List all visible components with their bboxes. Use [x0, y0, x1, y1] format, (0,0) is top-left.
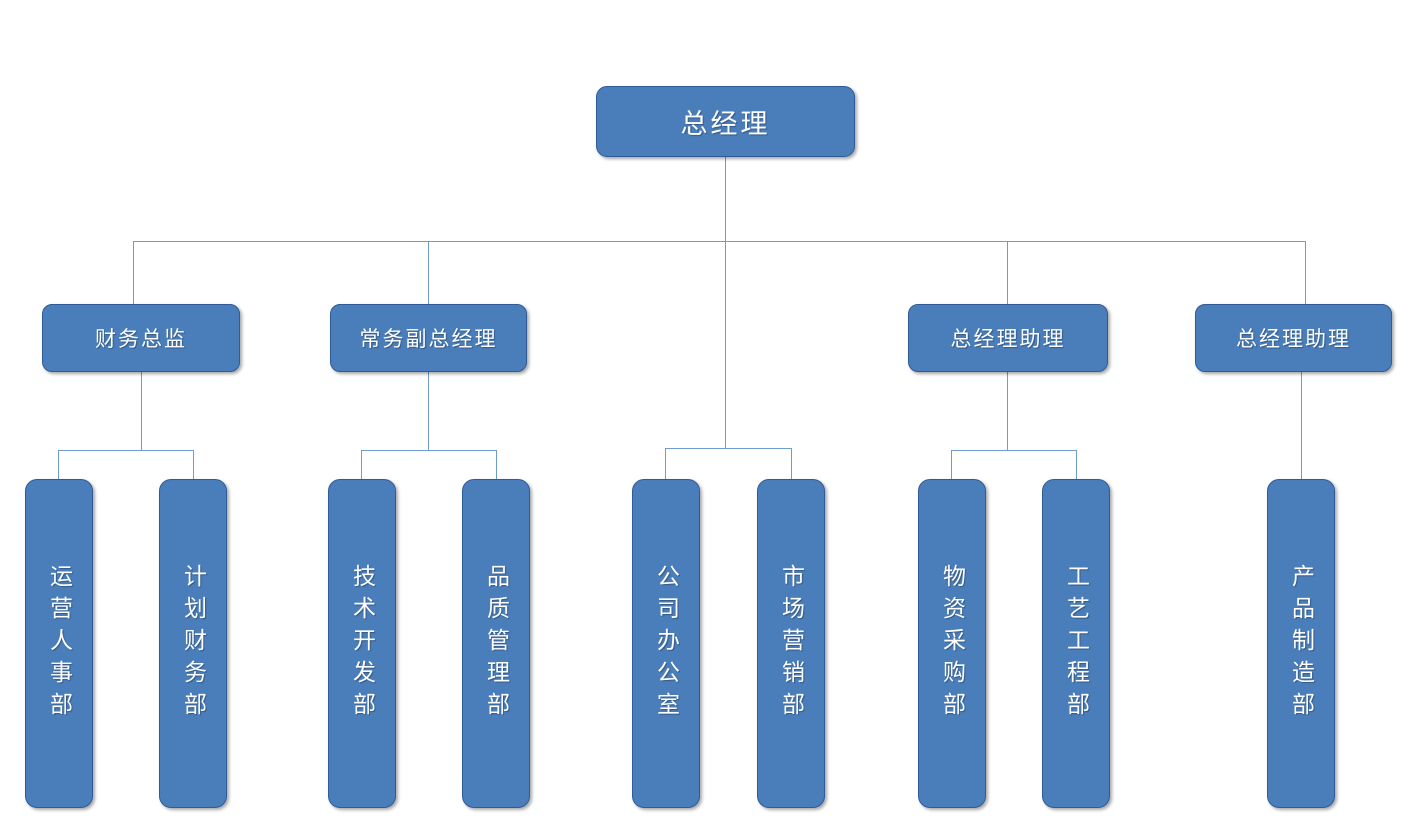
node-label: 产品制造部 — [1288, 563, 1314, 724]
connector-subbus-finance-director — [58, 450, 193, 451]
connector-subbus-general-manager-direct — [665, 448, 791, 449]
node-process-engineering-dept[interactable]: 工艺工程部 — [1042, 479, 1110, 808]
connector-drop-tech-development-dept — [361, 450, 362, 480]
connector-main-bus — [133, 241, 1305, 242]
connector-drop-company-office — [665, 448, 666, 480]
node-product-manufacturing-dept[interactable]: 产品制造部 — [1267, 479, 1335, 808]
node-label: 财务总监 — [95, 327, 187, 351]
node-label: 品质管理部 — [483, 563, 509, 724]
node-label: 公司办公室 — [653, 563, 679, 724]
node-label: 技术开发部 — [349, 563, 375, 724]
connector-drop-materials-procurement-dept — [951, 450, 952, 480]
connector-stem-gm-assistant-1 — [1007, 372, 1008, 450]
connector-root-direct-stem — [725, 241, 726, 448]
connector-bus-drop-executive-deputy-gm — [428, 241, 429, 304]
node-label: 常务副总经理 — [359, 327, 498, 351]
node-label: 运营人事部 — [46, 563, 72, 724]
connector-subbus-gm-assistant-1 — [951, 450, 1076, 451]
node-label: 计划财务部 — [180, 563, 206, 724]
node-gm-assistant-1[interactable]: 总经理助理 — [908, 304, 1108, 372]
node-operations-hr-dept[interactable]: 运营人事部 — [25, 479, 93, 808]
node-tech-development-dept[interactable]: 技术开发部 — [328, 479, 396, 808]
node-label: 工艺工程部 — [1063, 563, 1089, 724]
node-planning-finance-dept[interactable]: 计划财务部 — [159, 479, 227, 808]
connector-root-stem — [725, 157, 726, 242]
connector-stem-executive-deputy-gm — [428, 372, 429, 450]
node-label: 总经理助理 — [950, 327, 1066, 351]
node-quality-management-dept[interactable]: 品质管理部 — [462, 479, 530, 808]
node-marketing-dept[interactable]: 市场营销部 — [757, 479, 825, 808]
connector-drop-planning-finance-dept — [193, 450, 194, 480]
connector-drop-quality-management-dept — [496, 450, 497, 480]
connector-subbus-executive-deputy-gm — [361, 450, 496, 451]
connector-drop-marketing-dept — [791, 448, 792, 480]
node-label: 总经理 — [680, 109, 771, 139]
connector-drop-operations-hr-dept — [58, 450, 59, 480]
node-gm-assistant-2[interactable]: 总经理助理 — [1195, 304, 1392, 372]
node-finance-director[interactable]: 财务总监 — [42, 304, 240, 372]
node-executive-deputy-gm[interactable]: 常务副总经理 — [330, 304, 527, 372]
node-company-office[interactable]: 公司办公室 — [632, 479, 700, 808]
connector-drop-process-engineering-dept — [1076, 450, 1077, 480]
connector-stem-finance-director — [141, 372, 142, 450]
connector-bus-drop-gm-assistant-1 — [1007, 241, 1008, 304]
connector-stem-gm-assistant-2 — [1301, 372, 1302, 480]
node-materials-procurement-dept[interactable]: 物资采购部 — [918, 479, 986, 808]
node-label: 物资采购部 — [939, 563, 965, 724]
node-label: 总经理助理 — [1236, 327, 1351, 351]
node-general-manager[interactable]: 总经理 — [596, 86, 855, 157]
node-label: 市场营销部 — [778, 563, 804, 724]
connector-bus-drop-finance-director — [133, 241, 134, 304]
connector-bus-drop-gm-assistant-2 — [1305, 241, 1306, 304]
